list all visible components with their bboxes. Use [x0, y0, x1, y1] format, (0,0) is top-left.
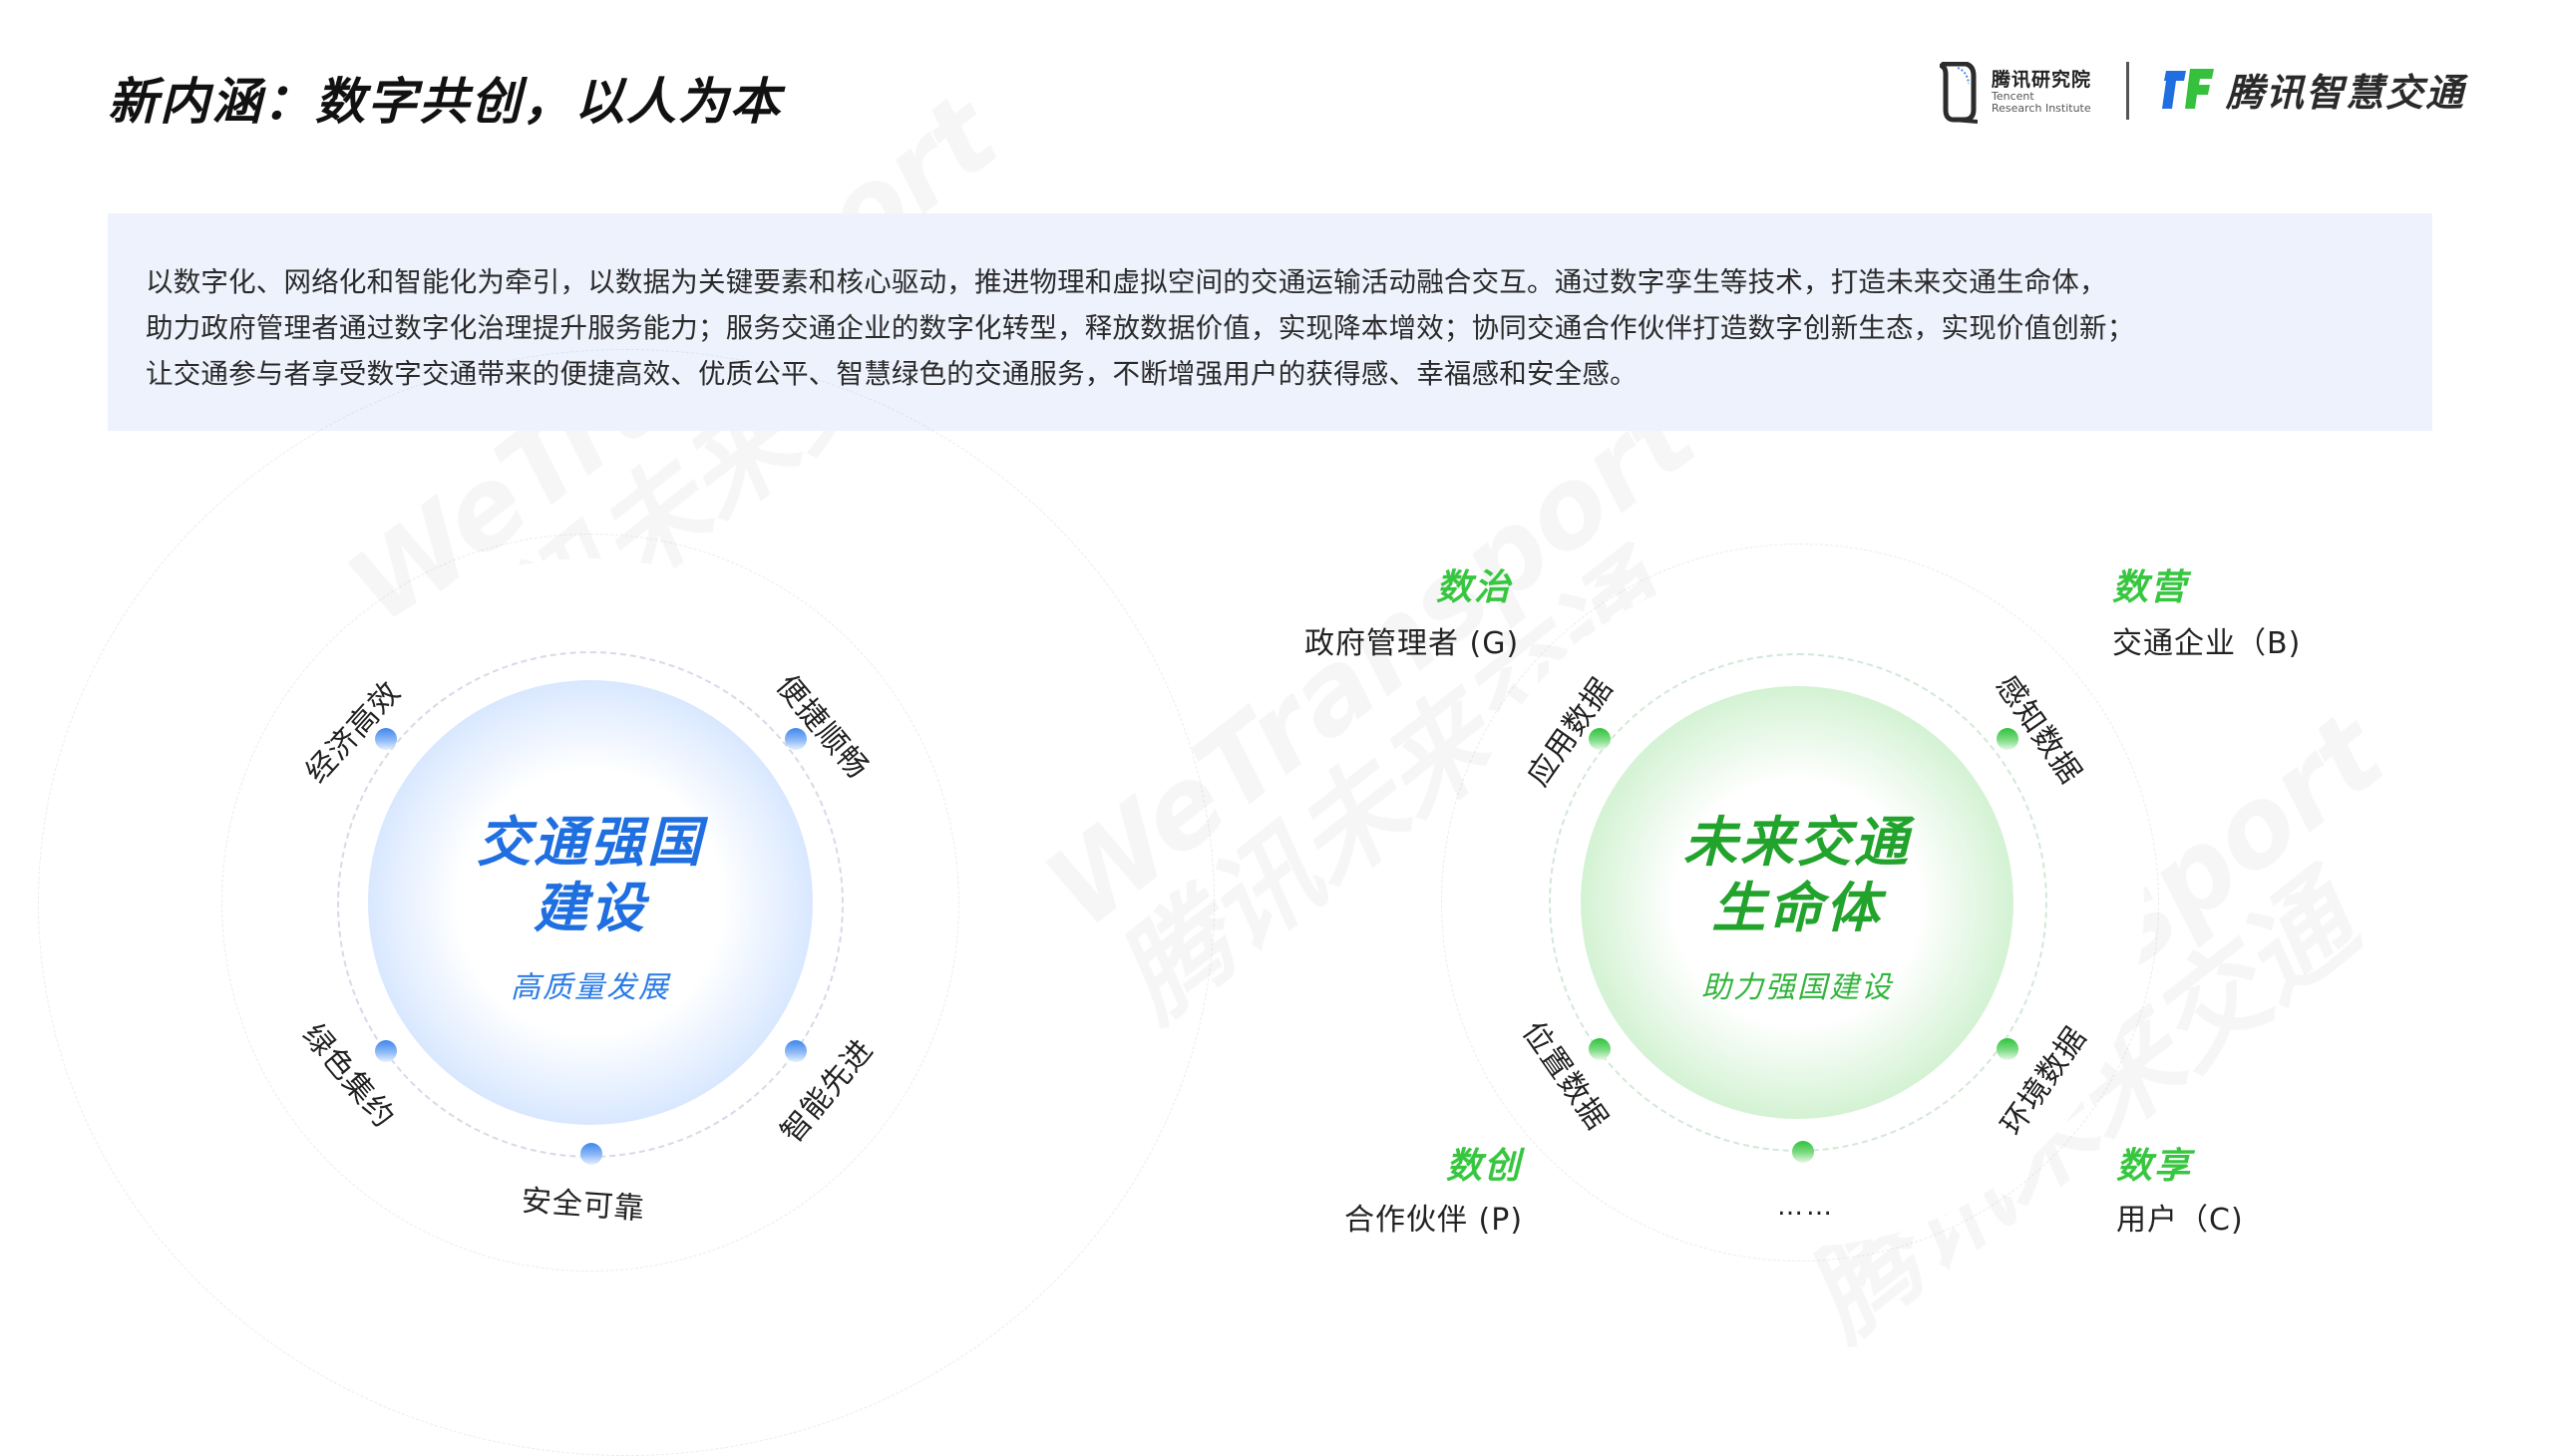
right-node-upper-left: [1589, 728, 1611, 750]
right-node-lower-right: [1997, 1038, 2018, 1060]
corner-text-user: 用户（C): [2116, 1203, 2244, 1238]
corner-text-government: 政府管理者 (G): [1304, 626, 1520, 661]
corner-heading-governance: 数治: [1436, 567, 1513, 608]
logo-divider: [2126, 62, 2129, 120]
corner-heading-operation: 数营: [2112, 567, 2189, 608]
left-faint-ring: [221, 534, 959, 1272]
intro-line-1: 以数字化、网络化和智能化为牵引，以数据为关键要素和核心驱动，推进物理和虚拟空间的…: [146, 266, 2107, 298]
corner-heading-creation: 数创: [1446, 1146, 1523, 1187]
left-node-upper-left: [375, 728, 397, 750]
institute-name-cn: 腾讯研究院: [1992, 69, 2092, 92]
institute-name-en-2: Research Institute: [1992, 101, 2091, 115]
page-title: 新内涵：数字共创，以人为本: [108, 73, 782, 131]
intro-line-2: 助力政府管理者通过数字化治理提升服务能力；服务交通企业的数字化转型，释放数据价值…: [146, 312, 2135, 344]
right-node-upper-right: [1997, 728, 2018, 750]
left-node-bottom: [580, 1143, 602, 1165]
institute-name-en-1: Tencent: [1992, 90, 2034, 104]
right-center-title: 未来交通 生命体: [1683, 811, 1911, 939]
right-label-more: ……: [1777, 1192, 1835, 1222]
right-node-lower-left: [1589, 1038, 1611, 1060]
left-node-upper-right: [785, 728, 807, 750]
tencent-smart-transport-logo: 腾讯智慧交通: [2162, 62, 2465, 117]
transport-brand-name: 腾讯智慧交通: [2226, 71, 2466, 115]
left-node-lower-left: [375, 1040, 397, 1062]
penguin-logo-icon: [1940, 62, 1978, 124]
left-center-title: 交通强国 建设: [477, 811, 704, 939]
left-center-subtitle: 高质量发展: [511, 970, 670, 1005]
tencent-research-institute-logo: 腾讯研究院 Tencent Research Institute: [1940, 62, 2091, 124]
corner-text-enterprise: 交通企业（B): [2112, 626, 2302, 661]
corner-text-partner: 合作伙伴 (P): [1344, 1203, 1524, 1238]
left-label-safe: 安全可靠: [520, 1183, 646, 1228]
tt-mark-icon: [2162, 68, 2214, 109]
intro-line-3: 让交通参与者享受数字交通带来的便捷高效、优质公平、智慧绿色的交通服务，不断增强用…: [146, 358, 1638, 390]
right-faint-ring: [1441, 544, 2159, 1262]
right-node-bottom: [1792, 1141, 1814, 1163]
left-node-lower-right: [785, 1040, 807, 1062]
right-core-circle: [1581, 686, 2013, 1119]
left-core-circle: [368, 680, 813, 1125]
corner-heading-sharing: 数享: [2116, 1146, 2193, 1187]
right-center-subtitle: 助力强国建设: [1701, 970, 1893, 1005]
